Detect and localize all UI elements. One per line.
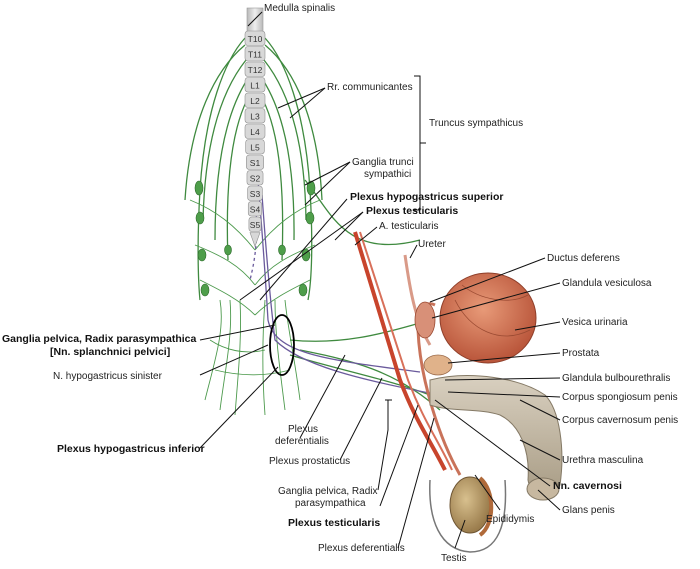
spine-segment <box>246 170 264 186</box>
spine-segment-label: S3 <box>250 189 261 199</box>
label-corpus-spongiosum: Corpus spongiosum penis <box>562 392 678 403</box>
seminal-vesicle <box>414 301 436 339</box>
label-ductus-deferens: Ductus deferens <box>547 253 620 264</box>
spine-segment <box>247 201 263 217</box>
label-ureter: Ureter <box>418 239 446 250</box>
label-ganglia-pelvica-bottom-1: Ganglia pelvica, Radix <box>278 486 378 497</box>
spine-segment <box>247 185 263 201</box>
label-a-testicularis: A. testicularis <box>379 221 438 232</box>
label-urethra-masculina: Urethra masculina <box>562 455 644 466</box>
label-ganglia-pelvica-left-1: Ganglia pelvica, Radix parasympathica <box>2 333 196 345</box>
label-plexus-deferentialis-mid-2: deferentialis <box>275 436 329 447</box>
label-plexus-testicularis-bottom: Plexus testicularis <box>288 517 380 529</box>
label-corpus-cavernosum: Corpus cavernosum penis <box>562 415 678 426</box>
bladder <box>439 272 537 364</box>
label-ganglia-pelvica-left-2: [Nn. splanchnici pelvici] <box>50 346 170 358</box>
label-glandula-bulbourethralis: Glandula bulbourethralis <box>562 373 670 384</box>
spine-segment <box>244 77 266 93</box>
spine-segment <box>244 92 266 108</box>
spine-segment-label: T12 <box>248 65 263 75</box>
labels: Medulla spinalis Rr. communicantes Trunc… <box>2 3 678 564</box>
label-n-hypogastricus-sinister: N. hypogastricus sinister <box>53 371 163 382</box>
label-ganglia-pelvica-bottom-2: parasympathica <box>295 498 366 509</box>
label-plexus-hypogastricus-inferior: Plexus hypogastricus inferior <box>57 443 205 455</box>
spine-segment-label: T11 <box>248 50 262 60</box>
spine-segment <box>246 154 265 170</box>
spine-segment-label: L1 <box>250 81 260 91</box>
spine-segment <box>245 139 265 155</box>
spine-segment <box>248 216 262 232</box>
sympathetic-ganglia <box>194 180 316 297</box>
label-glans-penis: Glans penis <box>562 505 615 516</box>
label-ganglia-trunci-1: Ganglia trunci <box>352 157 414 168</box>
label-epididymis: Epididymis <box>486 514 534 525</box>
penis <box>429 375 563 494</box>
spine-segment-label: S5 <box>250 220 261 230</box>
spine-segment-label: S1 <box>250 158 261 168</box>
spine-segment <box>244 108 266 124</box>
spine-segment-label: L4 <box>250 127 260 137</box>
label-ganglia-trunci-2: sympathici <box>364 169 411 180</box>
label-vesica-urinaria: Vesica urinaria <box>562 317 628 328</box>
spine-segment <box>244 46 266 62</box>
spine-segment-label: L2 <box>250 96 260 106</box>
label-testis: Testis <box>441 553 467 564</box>
spine-segment-label: S4 <box>250 205 261 215</box>
pelvic-ganglia-marker <box>269 314 295 376</box>
spine-segment-label: S2 <box>250 174 261 184</box>
label-truncus-sympathicus: Truncus sympathicus <box>429 118 523 129</box>
label-rr-communicantes: Rr. communicantes <box>327 82 413 93</box>
spine-segment-label: T10 <box>248 34 263 44</box>
prostate <box>423 354 453 376</box>
label-prostata: Prostata <box>562 348 600 359</box>
label-plexus-prostaticus: Plexus prostaticus <box>269 456 350 467</box>
spine-segment-label: L5 <box>250 143 260 153</box>
spine-segment <box>244 123 266 139</box>
label-plexus-deferentialis-mid-1: Plexus <box>288 424 318 435</box>
label-plexus-hypogastricus-superior: Plexus hypogastricus superior <box>350 191 503 203</box>
label-medulla-spinalis: Medulla spinalis <box>264 3 335 14</box>
label-plexus-deferentialis-bottom: Plexus deferentialis <box>318 543 405 554</box>
leader-lines <box>199 11 561 549</box>
spine-tail <box>249 232 261 248</box>
label-plexus-testicularis-top: Plexus testicularis <box>366 205 458 217</box>
spine-segment <box>244 30 266 46</box>
testicular-artery <box>353 231 447 471</box>
spine-segment-label: L3 <box>250 112 260 122</box>
label-nn-cavernosi: Nn. cavernosi <box>553 480 622 492</box>
label-glandula-vesiculosa: Glandula vesiculosa <box>562 278 652 289</box>
spine-segment <box>244 61 266 77</box>
glans <box>526 477 560 501</box>
